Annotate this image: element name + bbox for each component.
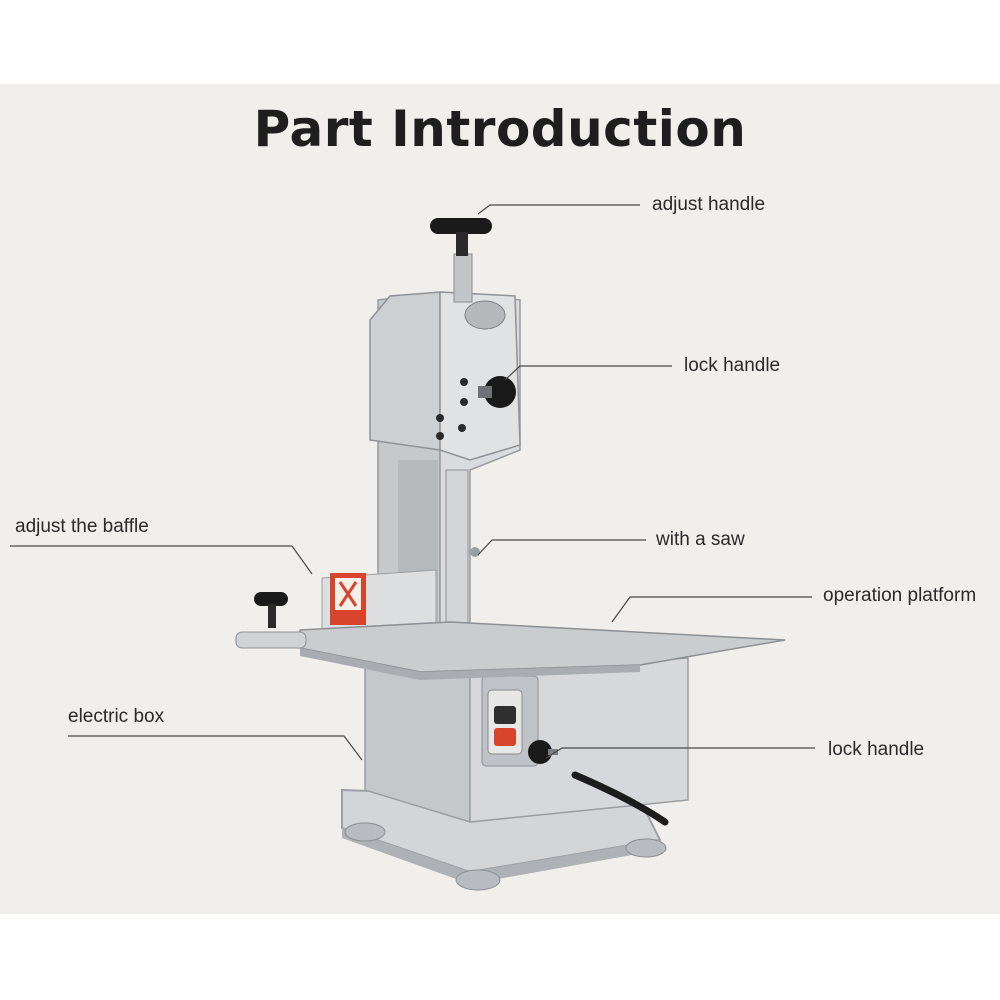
label-electric-box: electric box bbox=[68, 706, 165, 727]
label-adjust-handle: adjust handle bbox=[652, 194, 766, 215]
adjust-handle-knob bbox=[430, 218, 492, 256]
label-adjust-the-baffle: adjust the baffle bbox=[15, 516, 149, 537]
label-operation-platform: operation platform bbox=[823, 585, 977, 606]
label-lock-handle-top: lock handle bbox=[684, 355, 781, 376]
operation-platform-top bbox=[235, 621, 786, 680]
lock-knob-top bbox=[436, 376, 516, 440]
leader-electric-box bbox=[68, 735, 363, 761]
top-housing bbox=[369, 253, 521, 461]
leader-lock-handle-bottom bbox=[545, 747, 815, 759]
baffle bbox=[321, 569, 437, 631]
page-title: Part Introduction bbox=[253, 100, 747, 158]
power-cord bbox=[571, 771, 669, 826]
label-lock-handle-bottom: lock handle bbox=[828, 739, 925, 760]
switch-box bbox=[487, 689, 523, 755]
label-with-a-saw: with a saw bbox=[656, 529, 745, 550]
leader-lines bbox=[10, 204, 815, 761]
leader-lock-handle-top bbox=[504, 365, 672, 381]
baffle-knob bbox=[254, 592, 288, 628]
leader-with-a-saw bbox=[477, 539, 646, 556]
electric-box-body bbox=[364, 657, 689, 824]
leader-adjust-handle bbox=[477, 204, 640, 215]
saw-guide bbox=[445, 469, 480, 631]
leader-adjust-baffle bbox=[10, 545, 313, 575]
leader-operation-platform bbox=[611, 596, 812, 623]
